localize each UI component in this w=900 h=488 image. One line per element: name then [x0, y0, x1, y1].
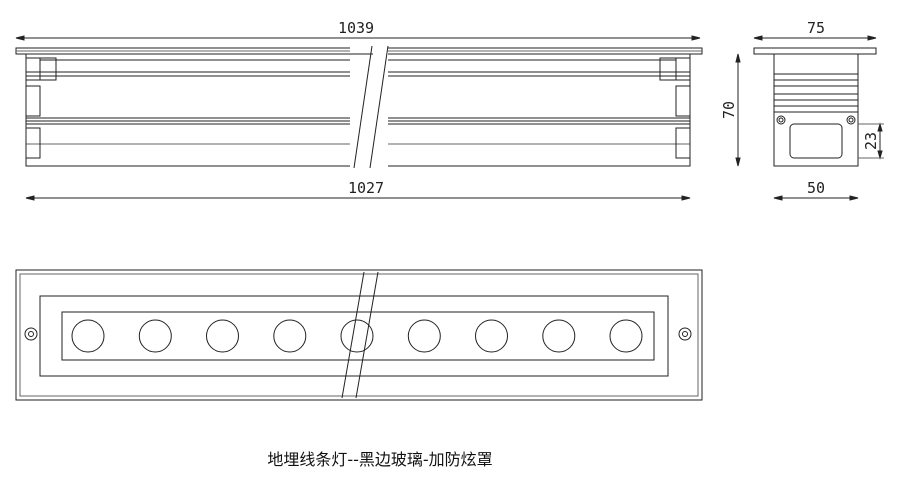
- end-cap-right-bottom: [675, 127, 691, 159]
- dim-side-width-bottom: 50: [807, 179, 825, 197]
- led-row: [71, 319, 643, 353]
- lens-window: [789, 123, 843, 159]
- front-elevation: [15, 35, 703, 201]
- arrow-right-top: [691, 35, 701, 41]
- plan-lens-strip: [61, 311, 655, 361]
- plan-black-border: [39, 295, 669, 377]
- led-lens: [206, 319, 239, 353]
- dim-top-length: 1039: [338, 19, 374, 37]
- side-view: [735, 35, 884, 201]
- arrow-left-top: [15, 35, 25, 41]
- drawing-caption: 地埋线条灯--黑边玻璃-加防炫罩: [267, 450, 493, 469]
- led-lens: [273, 319, 307, 353]
- screw-left: [776, 115, 786, 125]
- led-lens: [138, 319, 172, 353]
- plan-view: [15, 269, 703, 401]
- break-marks-plan: [341, 271, 379, 399]
- plan-outer-frame: [15, 269, 703, 401]
- dim-side-inner-height: 23: [862, 132, 880, 150]
- led-lens: [407, 319, 441, 353]
- dim-side-width-top: 75: [807, 19, 825, 37]
- led-lens: [609, 319, 643, 353]
- end-cap-left-top: [25, 57, 41, 81]
- dim-side-height: 70: [720, 101, 738, 119]
- end-cap-right-mid: [675, 85, 691, 117]
- dim-bottom-length: 1027: [348, 179, 384, 197]
- end-cap-right-top: [675, 57, 691, 81]
- end-cap-left-mid: [25, 85, 41, 117]
- break-marks-front: [350, 44, 389, 170]
- side-body: [773, 53, 859, 167]
- led-lens: [71, 319, 105, 353]
- plan-screw-left: [24, 327, 38, 341]
- plan-screw-right: [678, 327, 692, 341]
- led-lens: [542, 319, 576, 353]
- led-lens: [340, 319, 374, 353]
- side-flange: [753, 47, 877, 55]
- end-cap-left-bottom: [25, 127, 41, 159]
- screw-right: [846, 115, 856, 125]
- led-lens: [475, 319, 508, 353]
